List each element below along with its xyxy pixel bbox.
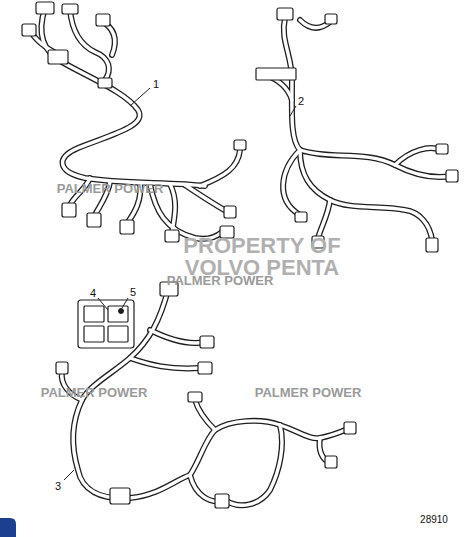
- callout-number: 3: [54, 481, 62, 492]
- callout-number: 5: [129, 287, 137, 298]
- watermark: VOLVO PENTA: [185, 257, 339, 279]
- callout-number: 4: [89, 288, 97, 299]
- watermark: PALMER POWER: [41, 386, 148, 399]
- watermark: PALMER POWER: [57, 182, 164, 195]
- watermark: PROPERTY OF: [183, 235, 340, 257]
- watermark: PALMER POWER: [255, 386, 362, 399]
- figure-number: 28910: [420, 515, 448, 525]
- callout-number: 2: [297, 96, 305, 107]
- callout-number: 1: [152, 79, 160, 90]
